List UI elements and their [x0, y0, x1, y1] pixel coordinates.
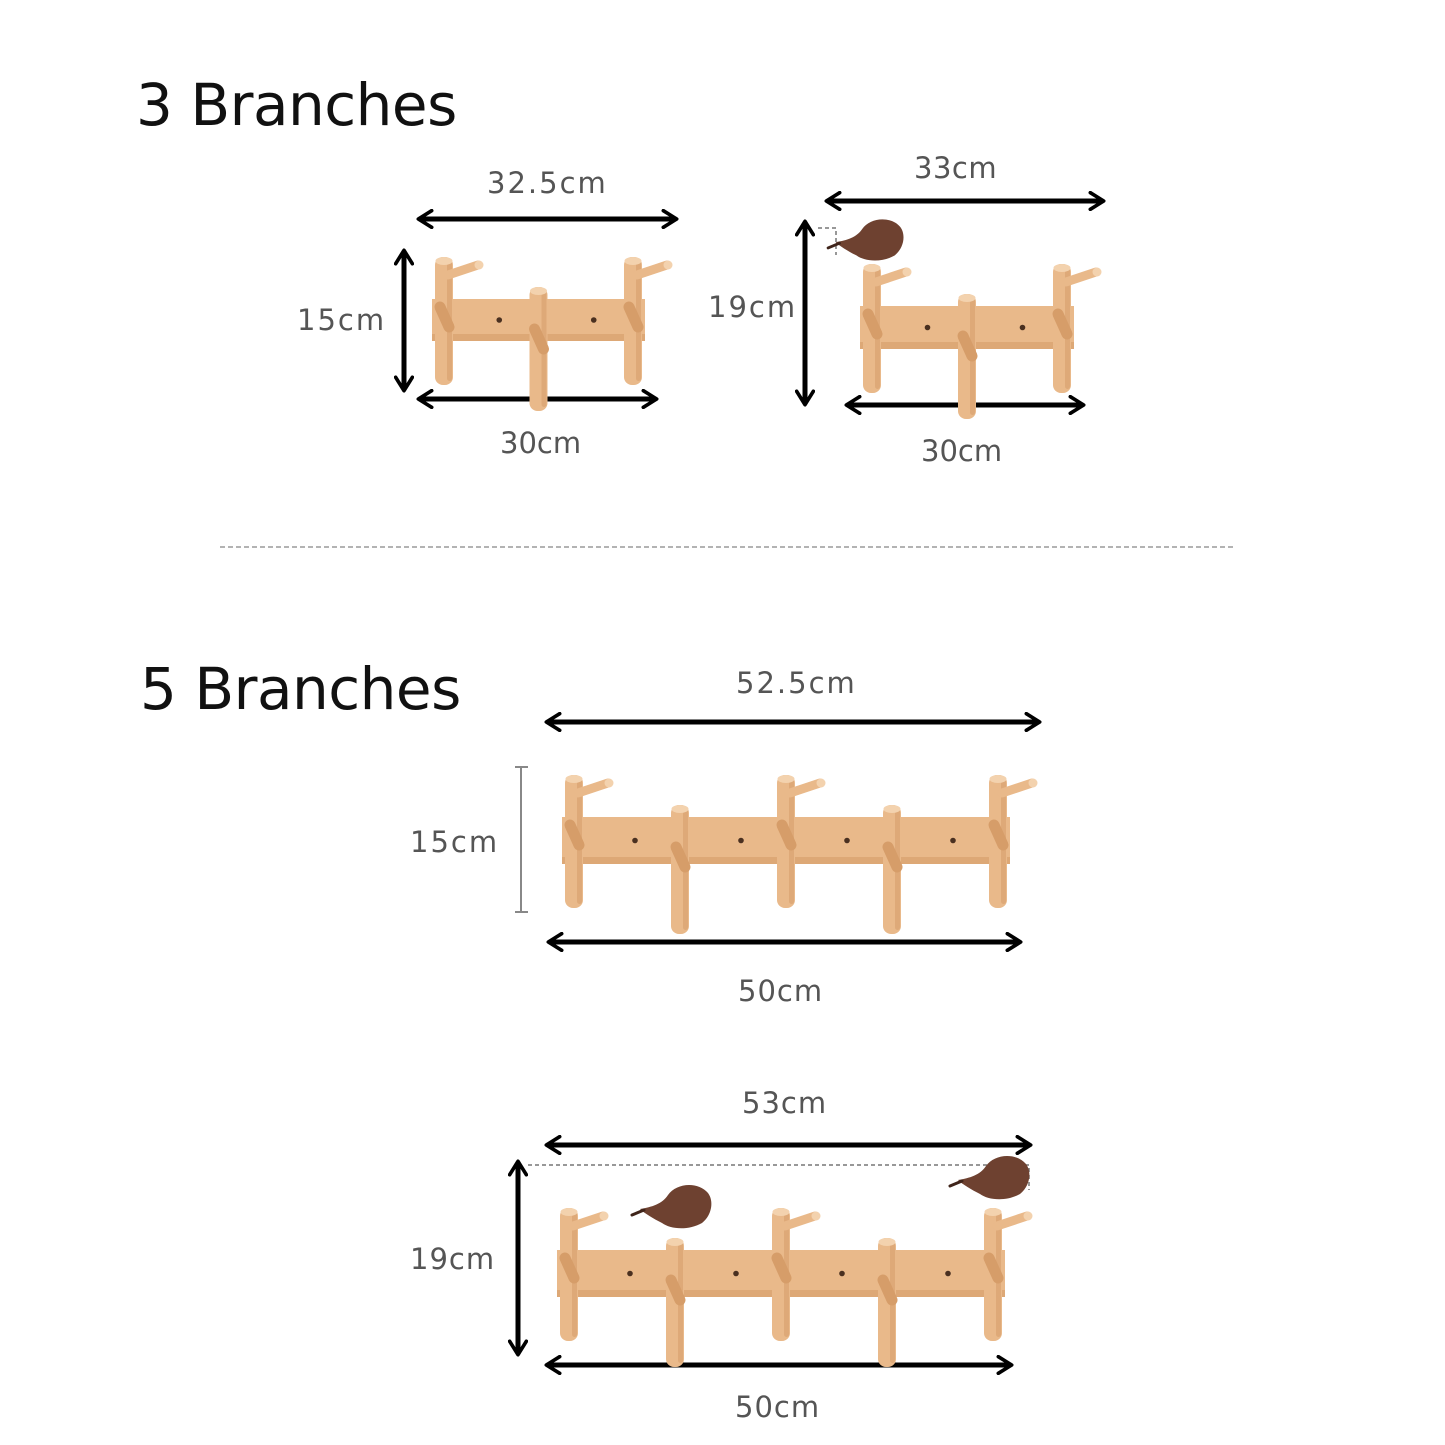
screw-hole	[924, 324, 931, 331]
screw-hole	[839, 1270, 845, 1277]
bird-figurine	[826, 219, 904, 261]
coat-rack-illustration	[562, 775, 1038, 934]
dimension-height: 15cm	[410, 825, 500, 859]
coat-rack-illustration	[432, 257, 673, 411]
dimension-bottom-width: 30cm	[500, 426, 582, 460]
coat-rack-illustration	[557, 1155, 1033, 1367]
screw-hole	[844, 837, 850, 844]
dimension-height: 15cm	[297, 303, 387, 337]
dimension-top-width: 33cm	[914, 151, 998, 185]
bird-height-guide	[818, 227, 837, 255]
screw-hole	[627, 1270, 633, 1277]
bird-figurine	[948, 1155, 1030, 1200]
dimension-top-width: 53cm	[742, 1086, 828, 1120]
section-heading-5-branches: 5 Branches	[140, 655, 461, 723]
screw-hole	[950, 837, 956, 844]
dimension-height: 19cm	[410, 1242, 496, 1276]
dimension-bottom-width: 50cm	[735, 1390, 821, 1424]
screw-hole	[945, 1270, 951, 1277]
dimension-top-width: 32.5cm	[487, 166, 608, 200]
dimension-height: 19cm	[708, 290, 798, 324]
coat-rack-illustration	[826, 219, 1102, 419]
bird-height-guide	[528, 1164, 1030, 1190]
hook-2	[671, 805, 689, 934]
dimension-bottom-width: 50cm	[738, 974, 824, 1008]
hook-4	[878, 1238, 896, 1367]
screw-hole	[496, 317, 503, 323]
screw-hole	[738, 837, 744, 844]
dimension-top-width: 52.5cm	[736, 666, 857, 700]
section-heading-3-branches: 3 Branches	[136, 71, 457, 139]
screw-hole	[632, 837, 638, 844]
hook-2	[666, 1238, 684, 1367]
dimension-bottom-width: 30cm	[921, 434, 1003, 468]
screw-hole	[733, 1270, 739, 1277]
screw-hole	[590, 317, 597, 323]
screw-hole	[1019, 324, 1026, 331]
bird-figurine	[630, 1184, 712, 1229]
